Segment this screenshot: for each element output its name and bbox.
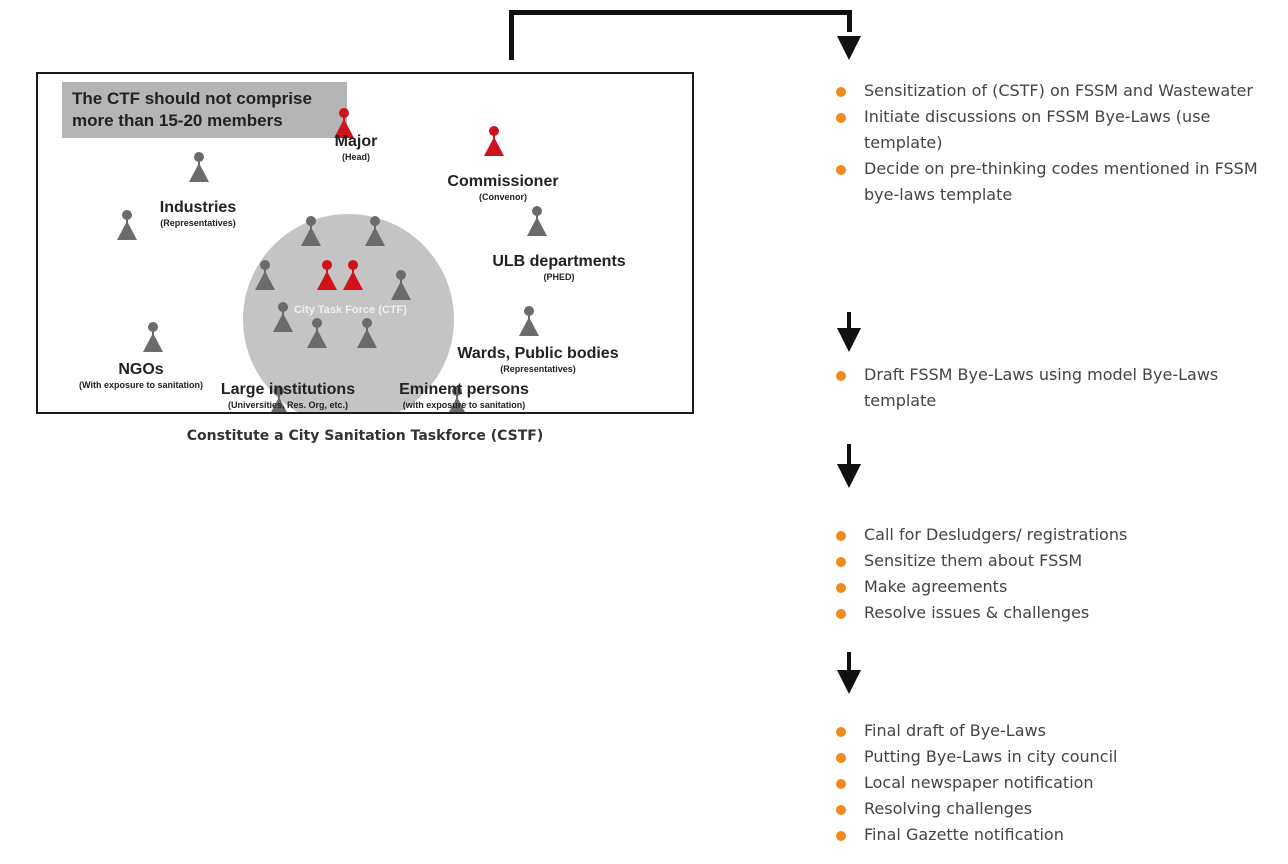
list-item: Decide on pre-thinking codes mentioned i…: [836, 156, 1288, 208]
person-member-icon: [356, 318, 378, 348]
ctf-circle-label: City Task Force (CTF): [294, 304, 407, 316]
connector-horizontal: [509, 10, 852, 15]
arrow-down-icon: [837, 312, 861, 352]
arrow-down-icon: [837, 652, 861, 696]
role-major: Major (Head): [334, 133, 378, 162]
step-3-list: Call for Desludgers/ registrations Sensi…: [836, 522, 1288, 626]
person-wards-icon: [518, 306, 540, 336]
list-item: Resolving challenges: [836, 796, 1288, 822]
connector-vertical-left: [509, 10, 514, 60]
list-item: Resolve issues & challenges: [836, 600, 1288, 626]
connector-vertical-right: [847, 10, 852, 32]
list-item: Call for Desludgers/ registrations: [836, 522, 1288, 548]
role-large-institutions: Large institutions (Universities, Res. O…: [220, 381, 356, 410]
person-large-institutions-icon: [268, 386, 290, 412]
list-item: Final Gazette notification: [836, 822, 1288, 848]
step-1-list: Sensitization of (CSTF) on FSSM and Wast…: [836, 78, 1288, 208]
person-head-member-icon: [316, 260, 338, 290]
arrow-down-icon: [837, 30, 861, 60]
list-item: Sensitization of (CSTF) on FSSM and Wast…: [836, 78, 1288, 104]
note-line-1: The CTF should not comprise: [72, 89, 312, 108]
person-member-icon: [364, 216, 386, 246]
list-item: Make agreements: [836, 574, 1288, 600]
list-item: Draft FSSM Bye-Laws using model Bye-Laws…: [836, 362, 1288, 414]
list-item: Sensitize them about FSSM: [836, 548, 1288, 574]
person-commissioner-icon: [483, 126, 505, 156]
role-commissioner: Commissioner (Convenor): [447, 173, 559, 202]
person-industries-2-icon: [116, 210, 138, 240]
list-item: Local newspaper notification: [836, 770, 1288, 796]
person-industries-icon: [188, 152, 210, 182]
role-ulb-departments: ULB departments (PHED): [492, 253, 626, 282]
note-line-2: more than 15-20 members: [72, 111, 283, 130]
arrow-down-icon: [837, 444, 861, 490]
list-item: Initiate discussions on FSSM Bye-Laws (u…: [836, 104, 1288, 156]
list-item: Putting Bye-Laws in city council: [836, 744, 1288, 770]
step-4-list: Final draft of Bye-Laws Putting Bye-Laws…: [836, 718, 1288, 848]
role-eminent-persons: Eminent persons (with exposure to sanita…: [399, 381, 529, 410]
role-ngos: NGOs (With exposure to sanitation): [79, 361, 203, 390]
person-member-icon: [306, 318, 328, 348]
person-member-icon: [272, 302, 294, 332]
person-eminent-icon: [446, 386, 468, 412]
ctf-circle: [243, 214, 454, 412]
person-ulb-icon: [526, 206, 548, 236]
person-ngos-icon: [142, 322, 164, 352]
role-industries: Industries (Representatives): [159, 199, 237, 228]
diagram-caption: Constitute a City Sanitation Taskforce (…: [186, 428, 544, 444]
ctf-diagram: The CTF should not comprise more than 15…: [36, 72, 694, 414]
person-major-icon: [333, 108, 355, 138]
member-limit-note: The CTF should not comprise more than 15…: [62, 82, 347, 138]
person-member-icon: [390, 270, 412, 300]
step-2-list: Draft FSSM Bye-Laws using model Bye-Laws…: [836, 362, 1288, 414]
person-member-icon: [254, 260, 276, 290]
person-head-member-icon: [342, 260, 364, 290]
person-member-icon: [300, 216, 322, 246]
list-item: Final draft of Bye-Laws: [836, 718, 1288, 744]
role-wards-public-bodies: Wards, Public bodies (Representatives): [457, 345, 619, 374]
